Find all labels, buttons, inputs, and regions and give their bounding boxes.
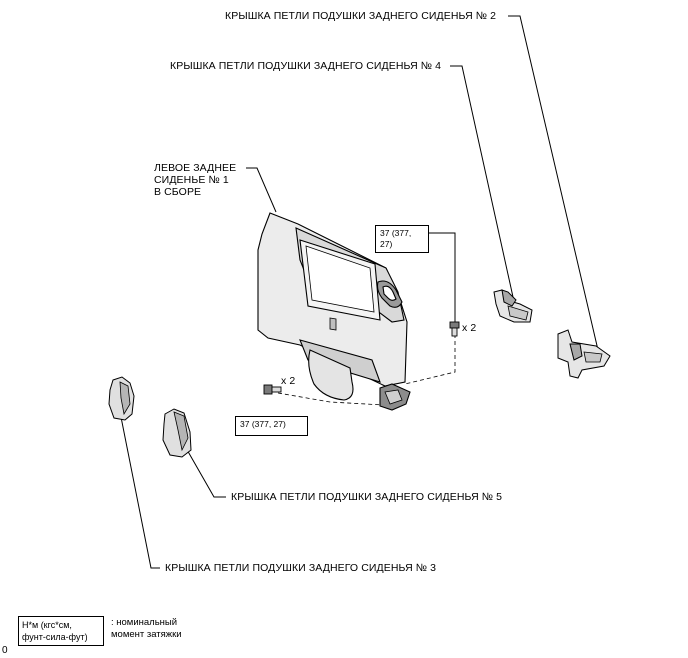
quantity-lower: x 2: [281, 375, 296, 387]
hinge-cover-5: [162, 408, 192, 458]
torque-spec-lower: 37 (377, 27): [235, 416, 308, 436]
leader-cover-5: [185, 447, 226, 498]
bolt-upper: [449, 321, 460, 337]
leader-seat-assy: [246, 167, 277, 213]
leader-cover-2: [508, 15, 599, 351]
bolt-path-upper: [404, 334, 456, 385]
hinge-cover-3: [108, 376, 135, 421]
label-cover-2: КРЫШКА ПЕТЛИ ПОДУШКИ ЗАДНЕГО СИДЕНЬЯ № 2: [225, 10, 497, 22]
torque-spec-upper: 37 (377, 27): [375, 225, 429, 253]
legend-unit-box: Н*м (кгс*см, фунт-сила-фут): [18, 616, 104, 646]
hinge-cover-4: [493, 289, 533, 323]
label-cover-3: КРЫШКА ПЕТЛИ ПОДУШКИ ЗАДНЕГО СИДЕНЬЯ № 3: [165, 562, 437, 574]
quantity-upper: x 2: [462, 322, 477, 334]
bolt-lower: [263, 384, 282, 395]
label-seat-assy: ЛЕВОЕ ЗАДНЕЕ СИДЕНЬЕ № 1 В СБОРЕ: [154, 162, 237, 198]
rear-seat-assembly: [257, 212, 411, 411]
bolt-path-lower: [277, 392, 385, 406]
legend-description: : номинальный момент затяжки: [111, 617, 182, 640]
leader-cover-3: [119, 411, 160, 569]
hinge-cover-2: [557, 329, 611, 379]
label-cover-4: КРЫШКА ПЕТЛИ ПОДУШКИ ЗАДНЕГО СИДЕНЬЯ № 4: [170, 60, 442, 72]
label-cover-5: КРЫШКА ПЕТЛИ ПОДУШКИ ЗАДНЕГО СИДЕНЬЯ № 5: [231, 491, 503, 503]
leader-cover-4: [450, 65, 514, 298]
corner-mark: 0: [2, 645, 8, 656]
leader-torque-upper: [427, 232, 456, 322]
